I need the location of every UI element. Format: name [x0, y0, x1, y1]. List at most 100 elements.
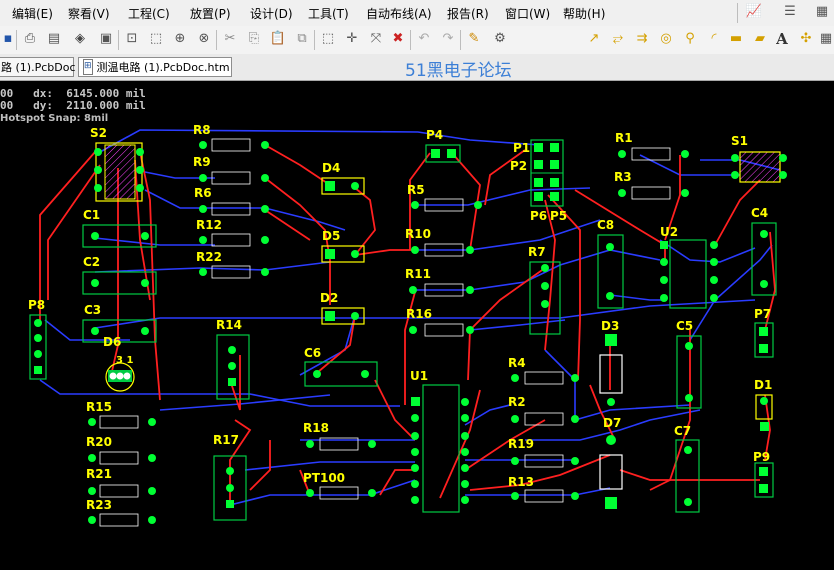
menu-reports[interactable]: 报告(R): [447, 7, 489, 21]
component-c8[interactable]: C8: [597, 218, 624, 309]
via-icon[interactable]: ⚲: [685, 31, 695, 46]
designator-d6: D6: [103, 335, 121, 349]
component-p7[interactable]: P7: [754, 307, 774, 358]
cut-icon[interactable]: ✂: [224, 31, 236, 46]
component-c1[interactable]: C1: [82, 208, 157, 248]
designator-p9: P9: [753, 450, 770, 464]
component-r14[interactable]: R14: [216, 318, 250, 400]
component-d5[interactable]: D5: [321, 229, 365, 263]
component-c4[interactable]: C4: [751, 206, 777, 296]
designator-p6: P6: [530, 209, 547, 223]
interactive-route-icon[interactable]: ↗: [588, 31, 600, 46]
designator-r11: R11: [405, 267, 431, 281]
string-icon[interactable]: A: [776, 30, 788, 48]
component-c3[interactable]: C3: [82, 303, 157, 343]
menu-project[interactable]: 工程(C): [128, 7, 170, 21]
move-icon[interactable]: ✛: [346, 31, 358, 46]
menu-tools[interactable]: 工具(T): [308, 7, 349, 21]
toolbar-separator: [314, 30, 315, 50]
layers-icon[interactable]: ▦: [815, 4, 829, 19]
component-c6[interactable]: C6: [304, 346, 378, 387]
rubber-stamp-icon[interactable]: ⧉: [297, 31, 307, 46]
menu-edit[interactable]: 编辑(E): [12, 7, 53, 21]
menu-place[interactable]: 放置(P): [190, 7, 231, 21]
component-r17[interactable]: R17: [213, 433, 247, 521]
paste-icon[interactable]: 📋: [269, 31, 287, 46]
tab-pcbdoc-htm[interactable]: ⊞ 测温电路 (1).PcbDoc.htm: [78, 57, 232, 77]
polygon-icon[interactable]: ▰: [755, 31, 765, 46]
designator-r19: R19: [508, 437, 534, 451]
component-d7[interactable]: D7: [599, 416, 623, 509]
designator-p4: P4: [426, 128, 443, 142]
component-u1[interactable]: U1: [410, 369, 469, 513]
component-c5[interactable]: C5: [676, 319, 702, 409]
document-icon: ⊞: [83, 59, 93, 75]
list-icon[interactable]: ☰: [784, 4, 796, 19]
menu-window[interactable]: 窗口(W): [505, 7, 551, 21]
designator-c2: C2: [83, 255, 100, 269]
open-project-icon[interactable]: ▣: [99, 31, 113, 46]
component-p8[interactable]: P8: [28, 298, 47, 380]
designator-r2: R2: [508, 395, 526, 409]
component-p9[interactable]: P9: [753, 450, 774, 498]
undo-icon[interactable]: ↶: [418, 31, 430, 46]
zoom-area-icon[interactable]: ⬚: [149, 31, 163, 46]
component-s1[interactable]: S1: [731, 134, 787, 183]
component-d2[interactable]: D2: [320, 291, 365, 325]
component-c7[interactable]: C7: [674, 424, 700, 513]
select-area-icon[interactable]: ⬚: [321, 31, 335, 46]
designator-r14: R14: [216, 318, 242, 332]
designator-d1: D1: [754, 378, 772, 392]
coordinate-icon[interactable]: ✣: [800, 31, 812, 46]
component-c2[interactable]: C2: [82, 255, 157, 295]
component-u2[interactable]: U2: [660, 225, 718, 309]
browse-library-icon[interactable]: ⚙: [494, 31, 506, 46]
menu-autoroute[interactable]: 自动布线(A): [366, 7, 432, 21]
component-p4[interactable]: P4: [425, 128, 461, 163]
zoom-selected-icon[interactable]: ⊕: [174, 31, 186, 46]
designator-r18: R18: [303, 421, 329, 435]
menu-view[interactable]: 察看(V): [68, 7, 110, 21]
print-preview-icon[interactable]: ▤: [47, 31, 61, 46]
component-icon[interactable]: ▦: [819, 31, 833, 46]
designator-p2: P2: [510, 159, 527, 173]
pcb-board[interactable]: S2 S1: [0, 81, 834, 566]
cross-probe-icon[interactable]: ✎: [468, 31, 480, 46]
zoom-filter-icon[interactable]: ⊗: [198, 31, 210, 46]
designator-r22: R22: [196, 250, 222, 264]
component-d6[interactable]: D6 3 1: [103, 335, 135, 392]
zoom-fit-icon[interactable]: ⊡: [126, 31, 138, 46]
tab-pcbdoc[interactable]: 路 (1).PcbDoc: [0, 57, 76, 77]
designator-r8: R8: [193, 123, 211, 137]
copy-icon[interactable]: ⎘: [248, 31, 260, 46]
component-d1[interactable]: D1: [754, 378, 773, 431]
arc-icon[interactable]: ◜: [711, 31, 717, 46]
pads: [88, 141, 689, 524]
diff-pair-route-icon[interactable]: ⥂: [612, 31, 624, 46]
component-p1-p2-block[interactable]: P1 P2 P6 P5: [510, 139, 567, 223]
deselect-icon[interactable]: ⤧: [370, 31, 382, 46]
component-s2[interactable]: S2: [90, 126, 144, 202]
designator-p1: P1: [513, 141, 530, 155]
pad-icon[interactable]: ◎: [660, 31, 672, 46]
clear-filter-icon[interactable]: ✖: [392, 31, 404, 46]
pcb-canvas[interactable]: S2 S1: [0, 81, 834, 566]
designator-d4: D4: [322, 161, 340, 175]
chart-icon[interactable]: 📈: [745, 4, 763, 19]
multi-route-icon[interactable]: ⇉: [636, 31, 648, 46]
print-icon[interactable]: ⎙: [24, 31, 36, 46]
resistor-designators: R8 R9 R6 R12 R22 R5 R10 R11 R16 R1 R3 R4…: [86, 123, 633, 512]
menu-design[interactable]: 设计(D): [250, 7, 293, 21]
designator-p7: P7: [754, 307, 771, 321]
menu-help[interactable]: 帮助(H): [563, 7, 606, 21]
component-d3[interactable]: D3: [599, 319, 623, 406]
designator-p8: P8: [28, 298, 45, 312]
designator-r17: R17: [213, 433, 239, 447]
fill-icon[interactable]: ▬: [729, 31, 743, 46]
board-3d-icon[interactable]: ◈: [75, 31, 85, 46]
save-icon[interactable]: ▪: [3, 31, 13, 46]
component-d4[interactable]: D4: [321, 161, 365, 195]
designator-d3: D3: [601, 319, 619, 333]
component-r7[interactable]: R7: [528, 245, 561, 335]
redo-icon[interactable]: ↷: [442, 31, 454, 46]
